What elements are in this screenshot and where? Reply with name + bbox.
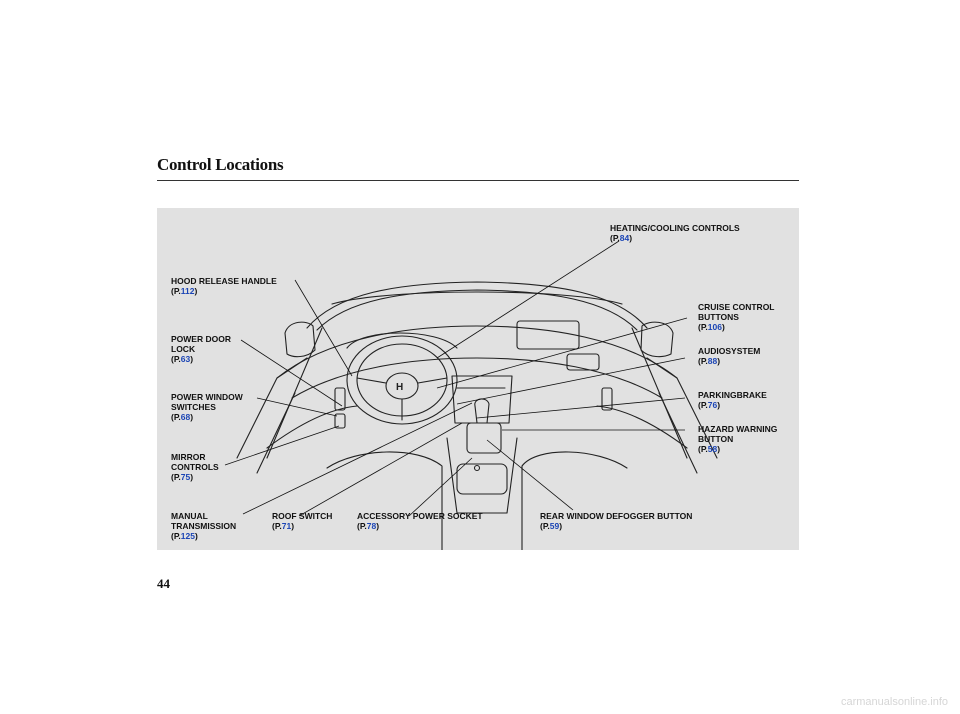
title-rule xyxy=(157,180,799,181)
ref-suffix: ) xyxy=(190,472,194,482)
ref-suffix: ) xyxy=(194,531,198,541)
page-link-68[interactable]: 68 xyxy=(180,412,191,422)
callout-mirror-line1: MIRROR xyxy=(171,452,206,462)
callout-power-window: POWER WINDOW SWITCHES (P.68) xyxy=(171,392,243,422)
callout-cruise-line2: BUTTONS xyxy=(698,312,739,322)
ref-suffix: ) xyxy=(376,521,380,531)
page-link-112[interactable]: 112 xyxy=(180,286,195,296)
ref-suffix: ) xyxy=(190,354,194,364)
callout-accessory-ref[interactable]: (P.78) xyxy=(357,521,483,531)
ref-prefix: (P. xyxy=(171,531,181,541)
ref-suffix: ) xyxy=(190,412,194,422)
ref-suffix: ) xyxy=(559,521,563,531)
illustration-panel xyxy=(157,208,799,550)
callout-mirror-controls: MIRROR CONTROLS (P.75) xyxy=(171,452,219,482)
callout-defogger-label: REAR WINDOW DEFOGGER BUTTON xyxy=(540,511,693,521)
page-title: Control Locations xyxy=(157,155,284,174)
callout-window-line1: POWER WINDOW xyxy=(171,392,243,402)
page-link-106[interactable]: 106 xyxy=(707,322,722,332)
ref-prefix: (P. xyxy=(171,354,181,364)
page-link-75[interactable]: 75 xyxy=(180,472,191,482)
callout-manual-line1: MANUAL xyxy=(171,511,208,521)
callout-parking-ref[interactable]: (P.76) xyxy=(698,400,767,410)
callout-audio-label: AUDIOSYSTEM xyxy=(698,346,761,356)
callout-doorlock-line1: POWER DOOR xyxy=(171,334,231,344)
page-link-63[interactable]: 63 xyxy=(180,354,191,364)
ref-prefix: (P. xyxy=(171,472,181,482)
ref-suffix: ) xyxy=(721,322,725,332)
ref-prefix: (P. xyxy=(171,286,181,296)
callout-heating-label: HEATING/COOLING CONTROLS xyxy=(610,223,740,233)
callout-window-ref[interactable]: (P.68) xyxy=(171,412,243,422)
callout-manual-transmission: MANUAL TRANSMISSION (P.125) xyxy=(171,511,236,541)
callout-hazard-ref[interactable]: (P.58) xyxy=(698,444,777,454)
callout-parking-brake: PARKINGBRAKE (P.76) xyxy=(698,390,767,410)
ref-prefix: (P. xyxy=(698,444,708,454)
ref-prefix: (P. xyxy=(698,322,708,332)
ref-prefix: (P. xyxy=(698,400,708,410)
ref-prefix: (P. xyxy=(357,521,367,531)
ref-suffix: ) xyxy=(629,233,633,243)
page-link-71[interactable]: 71 xyxy=(281,521,292,531)
callout-audio-ref[interactable]: (P.88) xyxy=(698,356,760,366)
ref-suffix: ) xyxy=(717,356,721,366)
page-link-88[interactable]: 88 xyxy=(707,356,718,366)
page-number: 44 xyxy=(157,576,170,591)
callout-parking-label: PARKINGBRAKE xyxy=(698,390,767,400)
ref-suffix: ) xyxy=(717,444,721,454)
callout-roof-ref[interactable]: (P.71) xyxy=(272,521,332,531)
callout-window-line2: SWITCHES xyxy=(171,402,216,412)
callout-mirror-ref[interactable]: (P.75) xyxy=(171,472,219,482)
callout-mirror-line2: CONTROLS xyxy=(171,462,219,472)
page-link-59[interactable]: 59 xyxy=(549,521,560,531)
callout-cruise-line1: CRUISE CONTROL xyxy=(698,302,775,312)
ref-suffix: ) xyxy=(194,286,198,296)
callout-cruise-ref[interactable]: (P.106) xyxy=(698,322,775,332)
page-link-76[interactable]: 76 xyxy=(707,400,718,410)
ref-prefix: (P. xyxy=(610,233,620,243)
footer-watermark: carmanualsonline.info xyxy=(840,696,948,708)
callout-accessory-label: ACCESSORY POWER SOCKET xyxy=(357,511,483,521)
callout-roof-switch: ROOF SWITCH (P.71) xyxy=(272,511,332,531)
callout-manual-line2: TRANSMISSION xyxy=(171,521,237,531)
callout-roof-label: ROOF SWITCH xyxy=(272,511,333,521)
callout-rear-defogger: REAR WINDOW DEFOGGER BUTTON (P.59) xyxy=(540,511,692,531)
ref-prefix: (P. xyxy=(171,412,181,422)
ref-prefix: (P. xyxy=(540,521,550,531)
page-link-58[interactable]: 58 xyxy=(707,444,718,454)
callout-heating-cooling: HEATING/COOLING CONTROLS (P.84) xyxy=(610,223,740,243)
ref-suffix: ) xyxy=(717,400,721,410)
ref-prefix: (P. xyxy=(698,356,708,366)
page-link-78[interactable]: 78 xyxy=(366,521,377,531)
callout-hazard-line1: HAZARD WARNING xyxy=(698,424,778,434)
callout-accessory-socket: ACCESSORY POWER SOCKET (P.78) xyxy=(357,511,483,531)
callout-hood-ref[interactable]: (P.112) xyxy=(171,286,277,296)
callout-audio-system: AUDIOSYSTEM (P.88) xyxy=(698,346,760,366)
callout-hood-label: HOOD RELEASE HANDLE xyxy=(171,276,277,286)
callout-hood-release: HOOD RELEASE HANDLE (P.112) xyxy=(171,276,277,296)
callout-heating-ref[interactable]: (P.84) xyxy=(610,233,740,243)
page-link-125[interactable]: 125 xyxy=(180,531,195,541)
ref-suffix: ) xyxy=(291,521,295,531)
callout-power-door-lock: POWER DOOR LOCK (P.63) xyxy=(171,334,231,364)
callout-hazard-warning: HAZARD WARNING BUTTON (P.58) xyxy=(698,424,777,454)
callout-hazard-line2: BUTTON xyxy=(698,434,734,444)
callout-manual-ref[interactable]: (P.125) xyxy=(171,531,236,541)
ref-prefix: (P. xyxy=(272,521,282,531)
car-interior-illustration: H xyxy=(224,240,718,550)
callout-doorlock-line2: LOCK xyxy=(171,344,196,354)
callout-defogger-ref[interactable]: (P.59) xyxy=(540,521,692,531)
svg-text:H: H xyxy=(396,382,403,393)
page-link-84[interactable]: 84 xyxy=(619,233,630,243)
callout-cruise-control: CRUISE CONTROL BUTTONS (P.106) xyxy=(698,302,775,332)
callout-doorlock-ref[interactable]: (P.63) xyxy=(171,354,231,364)
